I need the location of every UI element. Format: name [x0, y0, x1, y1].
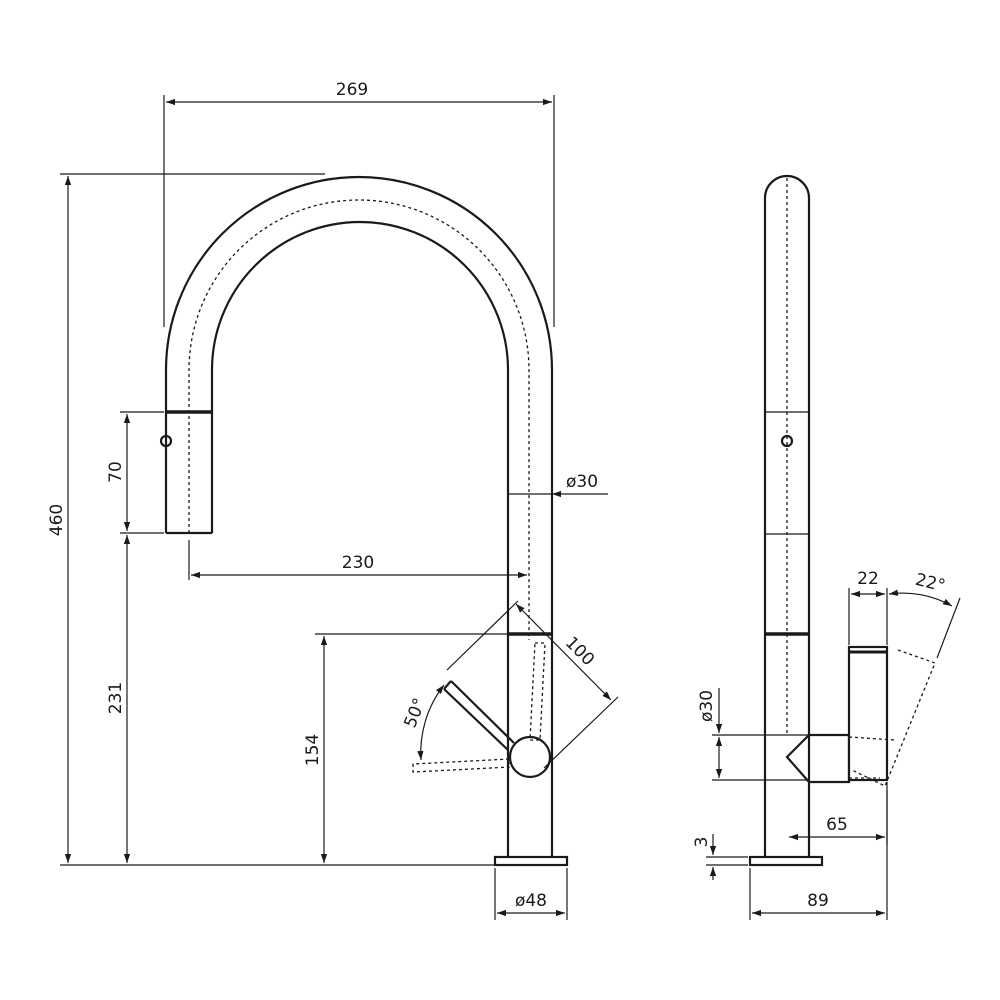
- side-tube-outline: [763, 174, 811, 858]
- spout-inner-outline: [210, 220, 510, 858]
- lever-angle-arc: [417, 684, 445, 761]
- overall-width-dimension: 269: [336, 80, 368, 100]
- head-length-dimension: 70: [106, 461, 126, 483]
- outlet-height-dimension: 231: [106, 682, 126, 714]
- extension-line: [543, 696, 619, 769]
- lever-angle-dimension: 50°: [400, 695, 430, 730]
- spray-button: [159, 434, 173, 448]
- extension-line: [936, 597, 961, 659]
- base-diameter-dimension: ø48: [515, 891, 547, 911]
- dimension-line: [515, 603, 612, 701]
- lever-alt-position-horizontal: [412, 758, 511, 773]
- side-base-plate: [748, 855, 824, 867]
- side-lever-angle-dimension: 22°: [913, 570, 947, 597]
- handle-diameter-dimension: ø30: [697, 690, 717, 722]
- side-spray-button: [780, 434, 794, 448]
- spout-outer-outline: [164, 175, 554, 858]
- spout-diameter-dimension: ø30: [566, 472, 598, 492]
- front-view: 269 460 70 231 230 ø30 154 100 50°: [47, 80, 619, 920]
- lever-height-dimension: 154: [303, 734, 323, 766]
- lever-length-dimension: 100: [561, 633, 598, 670]
- side-view: 22 22° ø30 65 3 89: [692, 174, 961, 920]
- side-lever-alt-position: [851, 649, 936, 787]
- lever-width-dimension: 22: [857, 569, 879, 589]
- handle-projection-dimension: 65: [826, 815, 848, 835]
- base-depth-dimension: 89: [807, 891, 829, 911]
- side-handle-body: [785, 733, 851, 784]
- spout-reach-dimension: 230: [342, 553, 374, 573]
- lever-handle: [443, 680, 515, 751]
- base-plate: [493, 855, 569, 867]
- overall-height-dimension: 460: [47, 504, 67, 536]
- extension-line: [446, 600, 519, 671]
- base-thickness-dimension: 3: [692, 837, 712, 848]
- side-lever-angle-arc: [888, 589, 953, 607]
- side-handle-hidden-lines: [848, 736, 896, 779]
- lever-alt-position-vertical: [529, 642, 546, 741]
- side-lever: [847, 645, 889, 782]
- lever-hub: [508, 735, 552, 779]
- spout-centerline-hidden: [188, 199, 530, 640]
